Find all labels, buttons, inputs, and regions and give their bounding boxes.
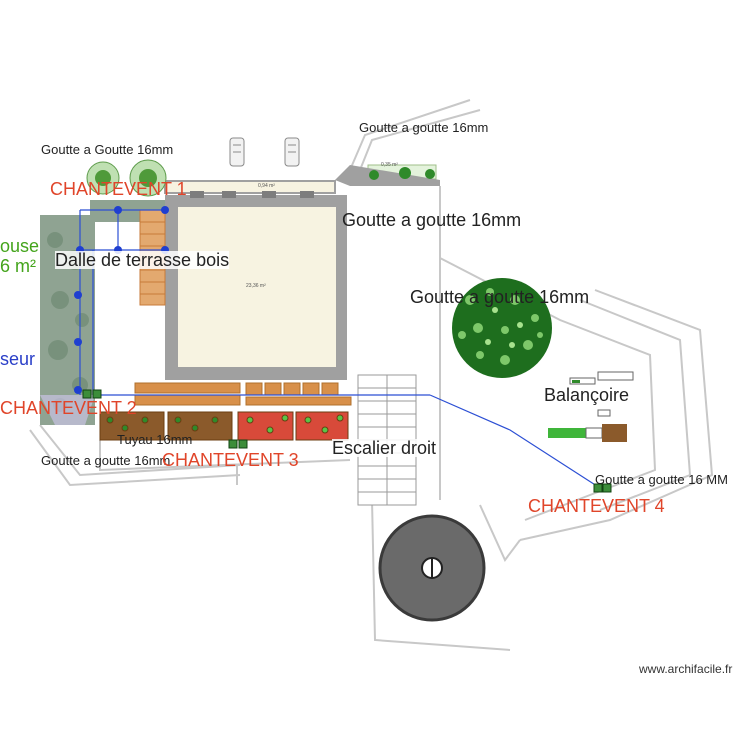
- drip-hose: [79, 209, 601, 489]
- label-chantevent-1: CHANTEVENT 1: [50, 179, 187, 199]
- planters-right: [237, 411, 349, 441]
- chairs-top: [229, 137, 300, 167]
- garden-outline: [29, 99, 714, 651]
- tree-canopy: [452, 278, 552, 378]
- label-arroseur: seur: [0, 349, 36, 369]
- chantevent-boxes: [82, 389, 612, 493]
- label-pelouse-area: 6 m²: [0, 256, 36, 276]
- watermark: www.archifacile.fr: [639, 662, 733, 676]
- wood-boards-bottom: [134, 382, 352, 406]
- room-floor: [178, 207, 336, 367]
- label-small-area: 0,35 m²: [381, 162, 398, 168]
- label-dalle-terrasse: Dalle de terrasse bois: [55, 250, 230, 270]
- label-goutte-tree: Goutte a goutte 16mm: [410, 287, 590, 307]
- label-chantevent-3: CHANTEVENT 3: [162, 450, 299, 470]
- label-goutte-top-left: Goutte a Goutte 16mm: [41, 142, 174, 157]
- label-escalier: Escalier droit: [332, 438, 437, 458]
- label-balancoire: Balançoire: [544, 385, 630, 405]
- label-strip-area: 0,94 m²: [258, 183, 275, 189]
- label-goutte-bottom-right: Goutte a goutte 16 MM: [595, 472, 728, 487]
- label-goutte-top-right: Goutte a goutte 16mm: [359, 120, 489, 135]
- trees-top-left: [86, 159, 167, 197]
- label-room-area: 23,36 m²: [246, 283, 266, 289]
- label-tuyau: Tuyau 16mm: [117, 432, 193, 447]
- swing-set: [548, 371, 634, 442]
- label-goutte-bottom-left: Goutte a goutte 16mm: [41, 453, 171, 468]
- label-chantevent-2: CHANTEVENT 2: [0, 398, 137, 418]
- round-pool: [378, 514, 486, 622]
- label-pelouse: ouse: [0, 236, 40, 256]
- label-chantevent-4: CHANTEVENT 4: [528, 496, 665, 516]
- top-wall-strip: [164, 180, 336, 194]
- lawn-purple-edge: [40, 395, 95, 425]
- label-goutte-mid-right: Goutte a goutte 16mm: [342, 210, 522, 230]
- window-marks: [190, 191, 314, 198]
- wall-right-diagonal: [335, 165, 440, 186]
- planters-left: [99, 411, 233, 441]
- shrubs-top-right: [369, 167, 435, 180]
